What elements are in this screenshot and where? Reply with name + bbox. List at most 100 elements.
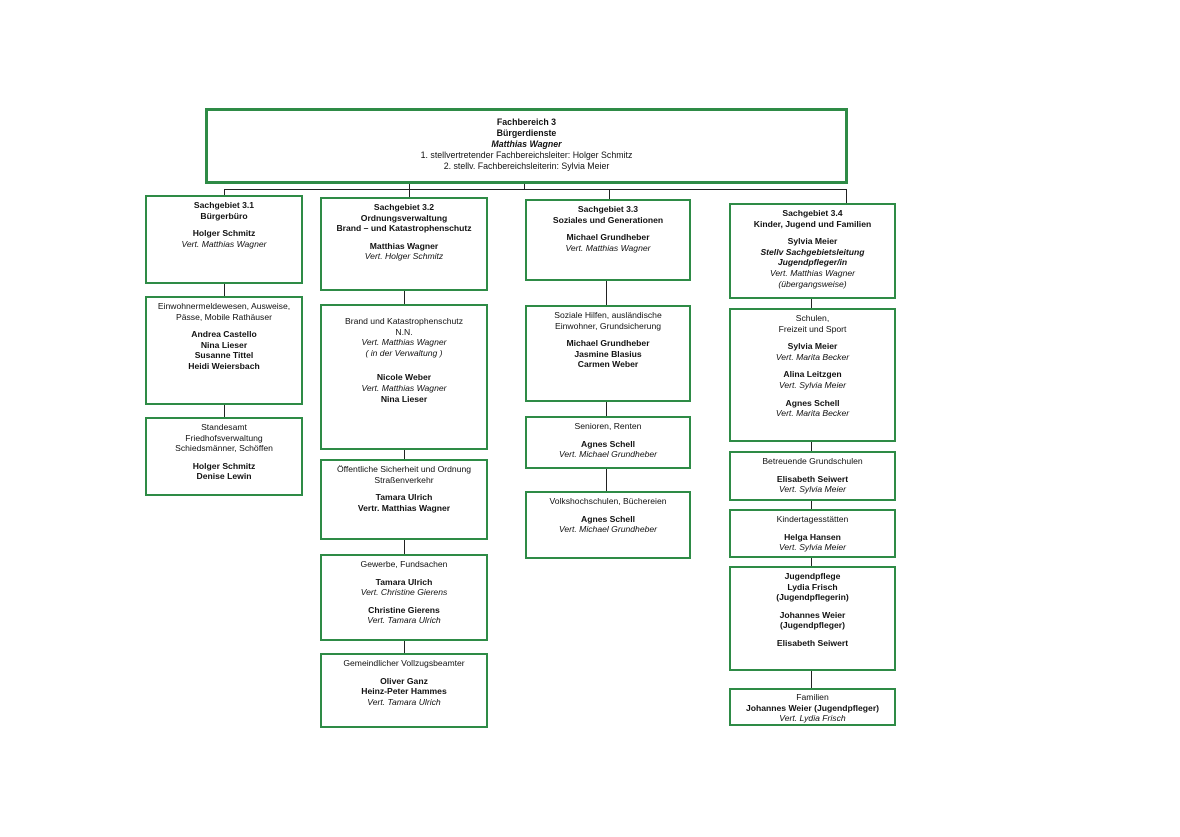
spacer [733,631,892,638]
box-line: Holger Schmitz [192,228,256,239]
box-line: Vert. Matthias Wagner [361,382,447,393]
box-line: Elisabeth Seiwert [776,637,849,648]
box-line: N.N. [395,326,413,337]
connector-col-4 [846,189,847,203]
box-line: Vert. Tamara Ulrich [367,615,441,626]
spacer [733,229,892,236]
connector-header-down [524,183,525,189]
box-line: Alina Leitzgen [783,369,842,380]
connector-3-3-a [606,280,607,305]
box-line: Vert. Sylvia Meier [778,542,847,553]
box-line: Agnes Schell [581,513,635,524]
header-line: Fachbereich 3 [496,117,557,127]
connector-3-4-b [811,441,812,451]
box-line: Sachgebiet 3.1 [193,200,255,210]
connector-bus [224,189,846,190]
connector-col-1 [224,189,225,195]
box-line: Jugendpflege [784,571,841,581]
box-line: Nina Lieser [380,393,428,404]
box-line: Agnes Schell [581,438,635,449]
connector-3-4-e [811,670,812,688]
box-line: Helga Hansen [784,531,841,542]
box-line: Vert. Michael Grundheber [558,524,658,535]
box-line: Michael Grundheber [566,232,650,243]
spacer [324,358,484,365]
box-line: Vert. Christine Gierens [360,587,448,598]
box-line: Vert. Tamara Ulrich [367,696,441,707]
box-line: Oliver Ganz [380,675,428,686]
header-line: Bürgerdienste [496,128,557,138]
box-line: Sylvia Meier [787,236,838,247]
box-line: Johannes Weier (Jugendpfleger) [745,702,880,713]
box-line: Gewerbe, Fundsachen [360,559,448,569]
box-line: Tamara Ulrich [375,576,433,587]
spacer [324,570,484,577]
box-line: Vert. Lydia Frisch [779,713,846,724]
spacer [149,454,299,461]
box-line: Vert. Marita Becker [775,408,850,419]
box-line: ( in der Verwaltung ) [365,347,443,358]
box-line: (übergangsweise) [778,278,847,289]
box-line: Sylvia Meier [787,341,838,352]
box-line: Lydia Frisch [787,581,838,592]
box-line: Einwohnermeldewesen, Ausweise, [157,301,291,311]
connector-3-3-c [606,468,607,491]
box-line: Holger Schmitz [192,460,256,471]
box-line: Heinz-Peter Hammes [361,686,447,697]
box-line: Agnes Schell [785,397,840,408]
spacer [324,365,484,372]
spacer [733,603,892,610]
box-line: Vertr. Matthias Wagner [357,502,451,513]
connector-3-4-c [811,500,812,509]
spacer [733,525,892,532]
box-line: Kinder, Jugend und Familien [753,218,872,229]
spacer [529,432,687,439]
connector-3-4-d [811,557,812,566]
box-line: Ordnungsverwaltung [360,212,448,223]
connector-col-3 [609,189,610,199]
spacer [529,331,687,338]
box-line: Carmen Weber [577,359,639,370]
spacer [529,507,687,514]
spacer [733,391,892,398]
spacer [733,334,892,341]
connector-3-2-b [404,449,405,459]
box-line: Nicole Weber [376,372,432,383]
header-line: 1. stellvertretender Fachbereichsleiter:… [420,150,633,160]
box-line: Matthias Wagner [369,240,439,251]
spacer [733,467,892,474]
box-line: Brand – und Katastrophenschutz [336,223,472,234]
spacer [324,309,484,316]
connector-col-2 [409,183,410,197]
box-line: Brand und Katastrophenschutz [344,316,463,326]
box-line: (Jugendpfleger) [780,620,845,631]
box-line: Michael Grundheber [566,338,650,349]
box-line: Vert. Matthias Wagner [181,238,267,249]
box-line: Standesamt [201,422,247,432]
box-line: Schulen, [795,313,830,323]
box-line: Nina Lieser [200,339,248,350]
box-line: Straßenverkehr [374,474,434,485]
spacer [324,485,484,492]
spacer [324,669,484,676]
header-line: 2. stellv. Fachbereichsleiterin: Sylvia … [443,161,610,171]
box-line: Soziale Hilfen, ausländische [554,310,662,320]
box-line: Jugendpfleger/in [777,257,848,268]
connector-3-2-a [404,290,405,304]
box-line: Christine Gierens [368,604,440,615]
connector-3-2-d [404,640,405,653]
connector-3-1-b [224,404,225,417]
box-line: Vert. Sylvia Meier [778,379,847,390]
